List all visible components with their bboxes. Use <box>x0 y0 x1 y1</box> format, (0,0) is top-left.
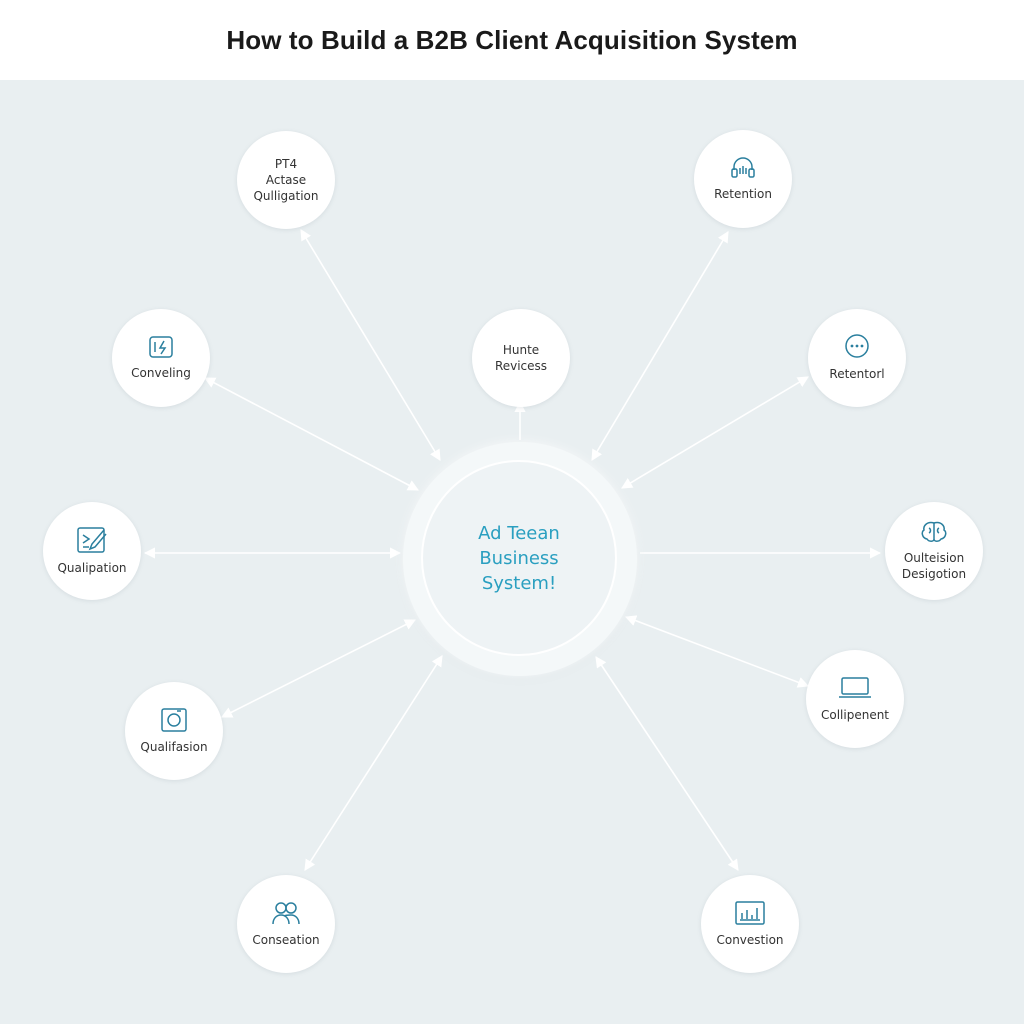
node-conveling[interactable]: Conveling <box>112 309 210 407</box>
node-conseation[interactable]: Conseation <box>237 875 335 973</box>
arrow-conseation <box>304 655 443 871</box>
page-title: How to Build a B2B Client Acquisition Sy… <box>226 24 798 55</box>
arrow-pt4-actase <box>300 229 441 461</box>
node-label-line: Qualifasion <box>140 740 208 754</box>
brain-icon <box>921 521 947 542</box>
node-retention-top[interactable]: Retention <box>694 130 792 228</box>
node-label-line: Qulligation <box>253 189 319 203</box>
arrow-conveling <box>204 377 419 491</box>
arrow-collipenent <box>624 615 810 688</box>
node-retentorl[interactable]: Retentorl <box>808 309 906 407</box>
diagram-canvas: Ad Teean Business System! PT4 Actase Qul… <box>0 80 1024 1024</box>
arrow-retentorl <box>621 376 809 489</box>
node-label-line: Retentorl <box>829 367 885 381</box>
chat-icon <box>845 334 869 358</box>
central-hub-inner: Ad Teean Business System! <box>421 460 617 656</box>
node-label-line: Desigotion <box>901 567 967 581</box>
users-icon <box>272 902 300 925</box>
chart-icon <box>735 901 765 925</box>
laptop-icon <box>839 677 871 698</box>
node-label-line: Conseation <box>252 933 320 947</box>
pen-icon <box>77 527 107 553</box>
node-label-line: Qualipation <box>57 561 127 575</box>
headphones-icon <box>731 157 755 178</box>
node-label-line: Oulteision <box>903 551 965 565</box>
hub-label-line-1: Ad Teean <box>478 522 560 544</box>
hub-label-line-2: Business <box>479 547 559 569</box>
node-label-line: Retention <box>714 187 772 201</box>
node-pt4-actase[interactable]: PT4 Actase Qulligation <box>237 131 335 229</box>
node-label-line: Convestion <box>716 933 784 947</box>
lightning-icon <box>149 336 173 358</box>
node-label-line: Conveling <box>131 366 191 380</box>
node-collipenent[interactable]: Collipenent <box>806 650 904 748</box>
node-label-line: Collipenent <box>820 708 890 722</box>
node-hunte-revicess[interactable]: Hunte Revicess <box>472 309 570 407</box>
node-convestion[interactable]: Convestion <box>701 875 799 973</box>
connector-arrows <box>143 229 882 871</box>
node-label-line: Actase <box>265 173 307 187</box>
node-label-line: Hunte <box>502 343 540 357</box>
node-culteision[interactable]: Oulteision Desigotion <box>885 502 983 600</box>
hub-label-line-3: System! <box>481 572 557 594</box>
arrow-retention-top <box>591 231 729 461</box>
node-label-line: Revicess <box>494 359 548 373</box>
header: How to Build a B2B Client Acquisition Sy… <box>0 0 1024 80</box>
node-label-line: PT4 <box>274 157 298 171</box>
arrow-qualifasion <box>220 619 417 718</box>
node-qualipation[interactable]: Qualipation <box>43 502 141 600</box>
central-hub: Ad Teean Business System! <box>403 442 637 676</box>
camera-icon <box>161 708 187 732</box>
node-qualifasion[interactable]: Qualifasion <box>125 682 223 780</box>
arrow-convestion <box>595 656 739 871</box>
